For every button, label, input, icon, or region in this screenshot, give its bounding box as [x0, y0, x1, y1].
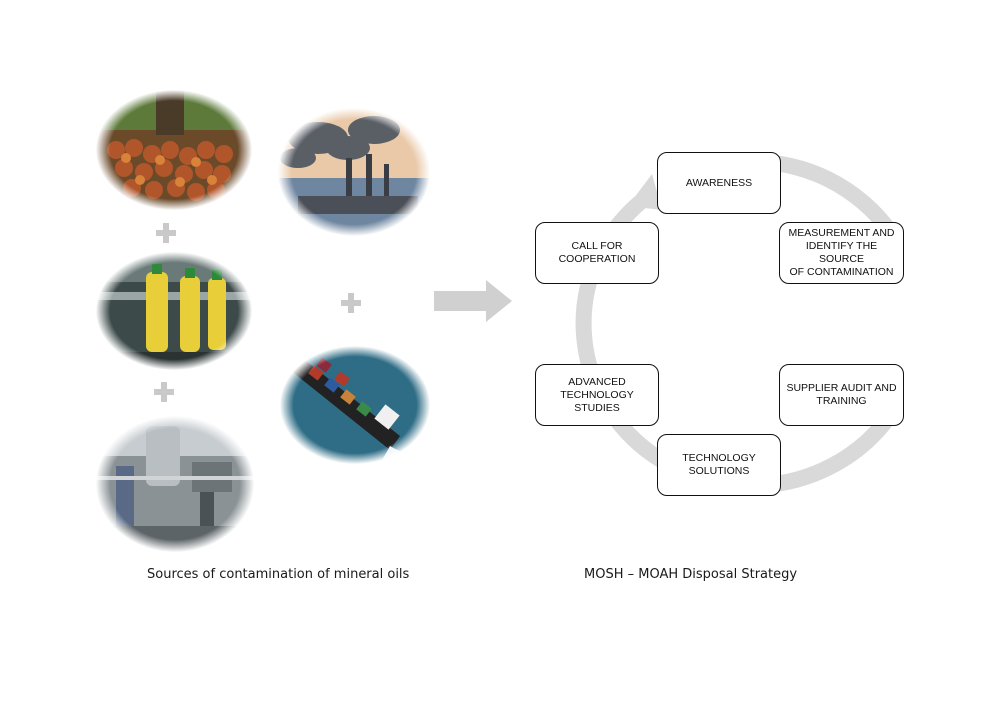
step-technology-solutions: TECHNOLOGY SOLUTIONS — [657, 434, 781, 496]
cargo-ship-photo — [280, 346, 430, 464]
step-call-for-cooperation: CALL FOR COOPERATION — [535, 222, 659, 284]
left-caption: Sources of contamination of mineral oils — [147, 567, 410, 582]
palm-fruit-photo — [96, 90, 252, 210]
plus-icon — [156, 223, 176, 243]
step-advanced-technology: ADVANCED TECHNOLOGY STUDIES — [535, 364, 659, 426]
refinery-plant-photo — [96, 416, 254, 552]
plus-icon — [154, 382, 174, 402]
step-supplier-audit: SUPPLIER AUDIT AND TRAINING — [779, 364, 904, 426]
step-measurement: MEASUREMENT AND IDENTIFY THE SOURCE OF C… — [779, 222, 904, 284]
right-caption: MOSH – MOAH Disposal Strategy — [584, 567, 798, 582]
step-awareness: AWARENESS — [657, 152, 781, 214]
right-arrow-icon — [434, 280, 512, 322]
oil-bottles-photo — [96, 252, 252, 370]
plus-icon — [341, 293, 361, 313]
industrial-smoke-photo — [278, 108, 430, 236]
cycle-ring — [575, 156, 896, 494]
